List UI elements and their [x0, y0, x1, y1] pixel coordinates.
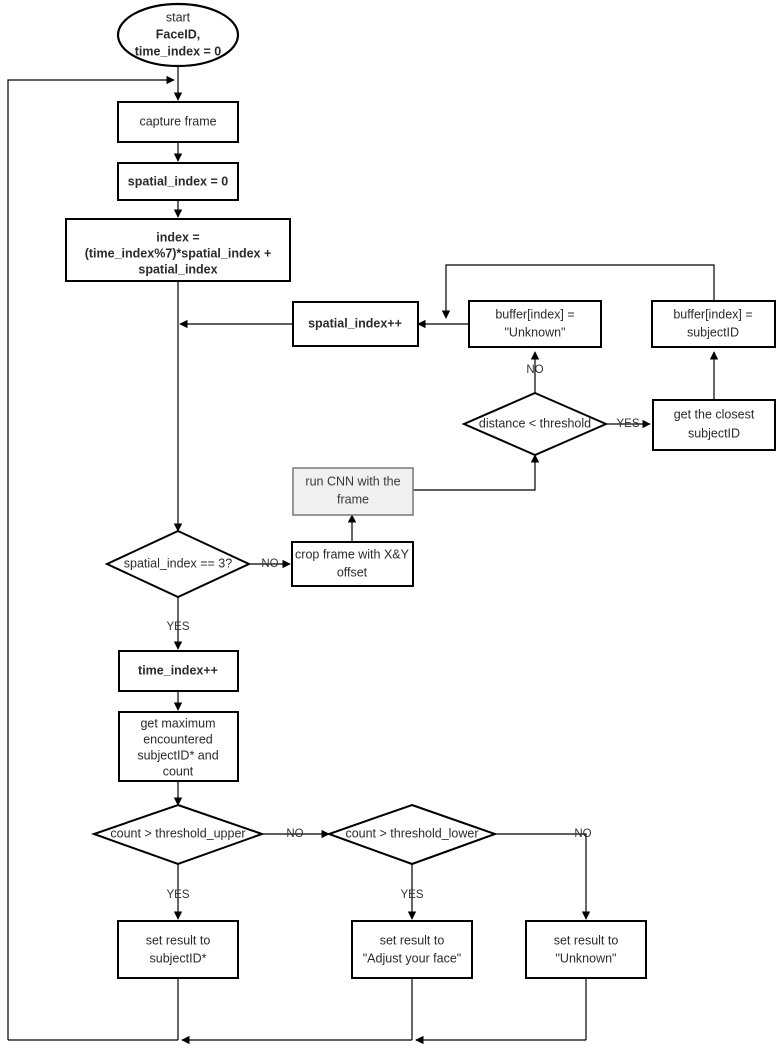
node-count-lower-check-label: count > threshold_lower	[345, 826, 478, 840]
node-get-max-line1: get maximum	[140, 716, 215, 730]
node-get-closest-line2: subjectID	[688, 426, 740, 440]
node-buffer-subjectid-line2: subjectID	[687, 325, 739, 339]
edge-label-upper-yes: YES	[166, 889, 189, 901]
edge-outer-loop-return	[7, 75, 175, 1040]
node-time-index-increment[interactable]: time_index++	[118, 650, 239, 692]
edge-countlower-no	[495, 833, 591, 920]
node-get-max-line2: encountered	[143, 732, 213, 746]
node-run-cnn[interactable]: run CNN with the frame	[292, 467, 414, 516]
edge-label-lower-no: NO	[574, 828, 591, 840]
node-index-calc-line3: spatial_index	[138, 262, 217, 276]
node-buffer-subjectid[interactable]: buffer[index] = subjectID	[651, 300, 776, 348]
node-result-subjectid[interactable]: set result to subjectID*	[117, 920, 239, 979]
node-distance-check-label: distance < threshold	[479, 416, 591, 430]
node-index-calc-line1: index =	[156, 230, 199, 244]
edge-label-spatial-no: NO	[261, 558, 278, 570]
node-buffer-unknown[interactable]: buffer[index] = "Unknown"	[468, 300, 602, 348]
node-run-cnn-line1: run CNN with the	[305, 474, 400, 488]
node-start-line3: time_index = 0	[135, 44, 222, 58]
node-time-index-increment-label: time_index++	[138, 663, 218, 677]
node-start-line2: FaceID,	[156, 27, 200, 41]
node-count-lower-check[interactable]: count > threshold_lower	[326, 803, 498, 866]
node-spatial-index-init[interactable]: spatial_index = 0	[117, 162, 239, 201]
node-buffer-unknown-line1: buffer[index] =	[495, 307, 574, 321]
node-capture-frame-label: capture frame	[139, 114, 216, 128]
node-get-max-line4: count	[163, 764, 194, 778]
node-start[interactable]: start FaceID, time_index = 0	[116, 2, 240, 68]
node-index-calc[interactable]: index = (time_index%7)*spatial_index + s…	[65, 218, 291, 282]
node-buffer-unknown-line2: "Unknown"	[505, 325, 566, 339]
node-get-closest-line1: get the closest	[674, 407, 755, 421]
node-result-subjectid-line2: subjectID*	[150, 951, 207, 965]
node-result-adjust[interactable]: set result to "Adjust your face"	[351, 920, 473, 979]
edge-label-upper-no: NO	[286, 828, 303, 840]
node-run-cnn-line2: frame	[337, 492, 369, 506]
node-buffer-subjectid-line1: buffer[index] =	[673, 307, 752, 321]
edge-cnn-to-distance	[412, 454, 540, 491]
node-crop-frame-line2: offset	[337, 565, 368, 579]
edge-label-distance-yes: YES	[616, 418, 639, 430]
edge-label-lower-yes: YES	[400, 889, 423, 901]
node-result-adjust-line2: "Adjust your face"	[363, 951, 462, 965]
node-crop-frame[interactable]: crop frame with X&Y offset	[291, 541, 414, 587]
edges	[7, 66, 719, 1045]
node-spatial-index-check-label: spatial_index == 3?	[124, 556, 232, 570]
edge-label-spatial-yes: YES	[166, 621, 189, 633]
edge-buffersubject-to-spatialinc	[441, 264, 715, 319]
node-distance-check[interactable]: distance < threshold	[461, 391, 609, 457]
node-result-unknown[interactable]: set result to "Unknown"	[525, 920, 647, 979]
node-get-max-line3: subjectID* and	[137, 748, 218, 762]
node-spatial-index-increment[interactable]: spatial_index++	[292, 301, 419, 347]
node-index-calc-line2: (time_index%7)*spatial_index +	[85, 246, 272, 260]
node-get-closest-subjectid[interactable]: get the closest subjectID	[652, 399, 776, 451]
edge-label-distance-no: NO	[526, 364, 543, 376]
node-result-unknown-line2: "Unknown"	[556, 951, 617, 965]
node-start-line1: start	[166, 10, 191, 24]
node-count-upper-check-label: count > threshold_upper	[110, 826, 245, 840]
node-get-max[interactable]: get maximum encountered subjectID* and c…	[118, 711, 239, 782]
node-spatial-index-increment-label: spatial_index++	[308, 316, 402, 330]
node-count-upper-check[interactable]: count > threshold_upper	[90, 803, 266, 866]
node-result-subjectid-line1: set result to	[146, 933, 211, 947]
edge-label-group: NO YES NO YES NO YES NO YES	[166, 364, 639, 901]
node-result-unknown-line1: set result to	[554, 933, 619, 947]
node-result-adjust-line1: set result to	[380, 933, 445, 947]
node-spatial-index-init-label: spatial_index = 0	[128, 174, 228, 188]
node-spatial-index-check[interactable]: spatial_index == 3?	[104, 529, 252, 599]
node-capture-frame[interactable]: capture frame	[117, 101, 239, 143]
node-crop-frame-line1: crop frame with X&Y	[295, 547, 410, 561]
